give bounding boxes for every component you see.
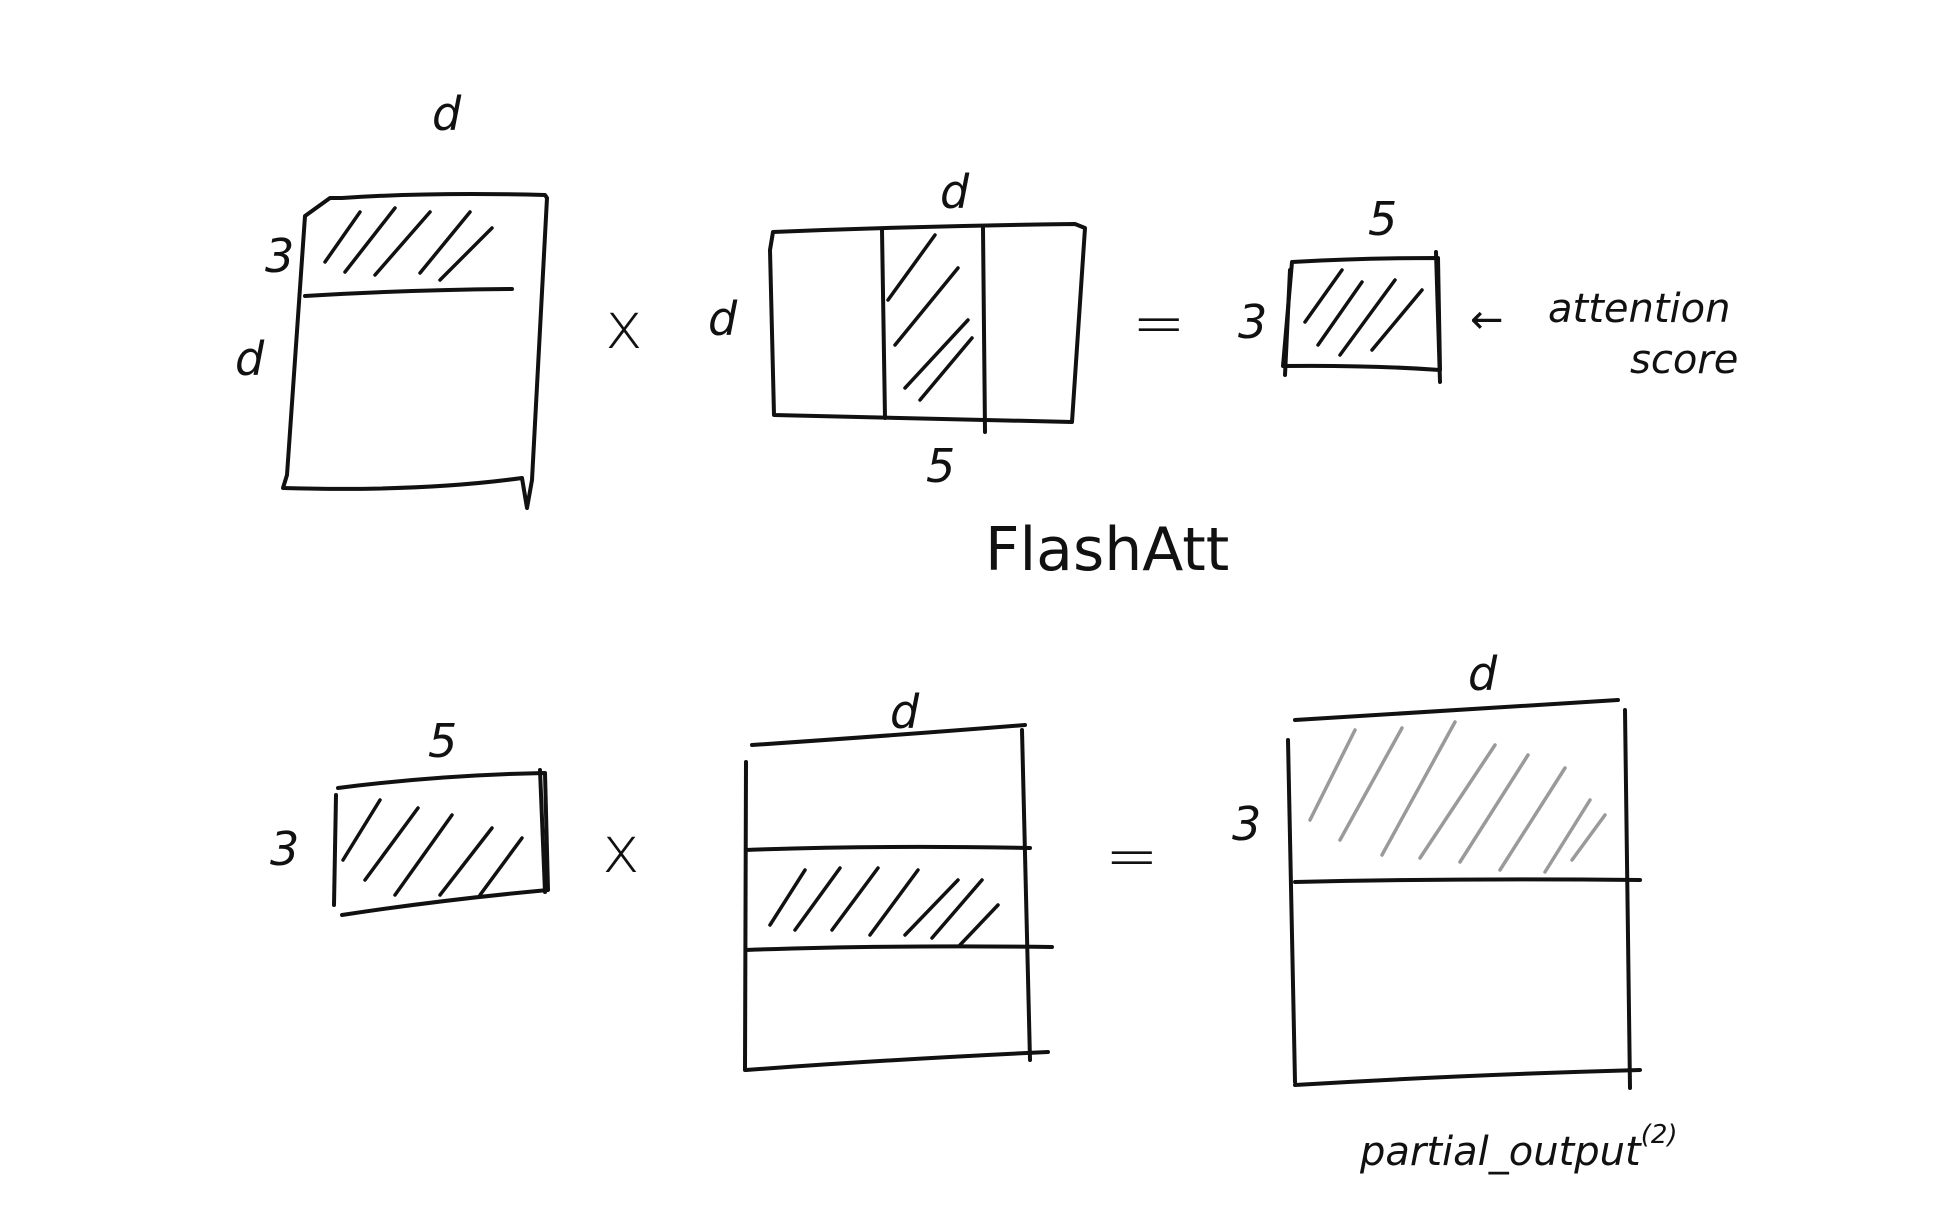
annotation-line-2: score (1630, 337, 1738, 383)
key-top-label: d (940, 165, 970, 219)
output-matrix (1286, 698, 1642, 1090)
score-hatch-1 (1303, 268, 1424, 357)
key-hatch (886, 233, 974, 402)
query-hatch (323, 206, 494, 282)
output-caption: partial_output(2) (1359, 1120, 1678, 1175)
output-side-label: 3 (1232, 797, 1261, 851)
key-side-label: d (708, 292, 738, 346)
output-caption-text: partial_output (1359, 1129, 1642, 1175)
score-matrix-2 (332, 768, 550, 917)
key-matrix (768, 222, 1087, 434)
equals-sign-2: = (1105, 820, 1159, 894)
query-side-label: d (235, 332, 265, 386)
output-top-label: d (1468, 647, 1498, 701)
query-top-label: d (432, 87, 462, 141)
score-matrix-1 (1281, 250, 1442, 384)
multiply-sign-2: x (602, 814, 640, 888)
equals-sign-1: = (1132, 287, 1186, 361)
score-top-label-2: 5 (428, 714, 457, 768)
output-caption-superscript: (2) (1641, 1120, 1678, 1150)
annotation-arrow: ← (1470, 297, 1504, 343)
output-hatch (1308, 720, 1607, 874)
diagram-title: FlashAtt (985, 515, 1229, 585)
value-hatch (768, 866, 1000, 947)
annotation-line-1: attention (1548, 286, 1730, 332)
score-side-label-2: 3 (270, 822, 299, 876)
score-side-label-1: 3 (1238, 295, 1267, 349)
score-hatch-2 (341, 798, 524, 897)
value-matrix (743, 723, 1054, 1072)
value-top-label: d (890, 685, 920, 739)
query-matrix (281, 192, 549, 510)
query-row-label: 3 (265, 229, 294, 283)
multiply-sign-1: x (605, 290, 643, 364)
score-top-label-1: 5 (1368, 192, 1397, 246)
key-bottom-label: 5 (926, 439, 955, 493)
